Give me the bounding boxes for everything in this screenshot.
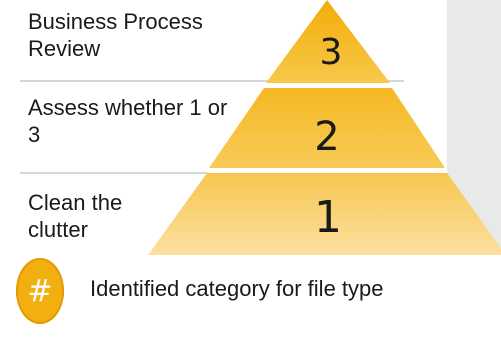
hash-badge-icon: # (16, 258, 64, 324)
tier-1-label: Clean the clutter (28, 190, 123, 242)
tier-divider (264, 83, 392, 88)
tier-divider (207, 168, 447, 173)
tier-1-shape (148, 173, 501, 255)
tier-1-number: 1 (314, 192, 342, 243)
tier-3-shape (266, 0, 390, 83)
legend: # Identified category for file type (16, 258, 486, 328)
tier-2-label: Assess whether 1 or 3 (28, 95, 228, 147)
tier-3-number: 3 (320, 32, 343, 73)
tier-2-number: 2 (314, 114, 339, 160)
tier-2-shape (209, 88, 445, 168)
legend-text: Identified category for file type (90, 276, 384, 301)
tier-3-label: Business Process Review (28, 9, 203, 61)
